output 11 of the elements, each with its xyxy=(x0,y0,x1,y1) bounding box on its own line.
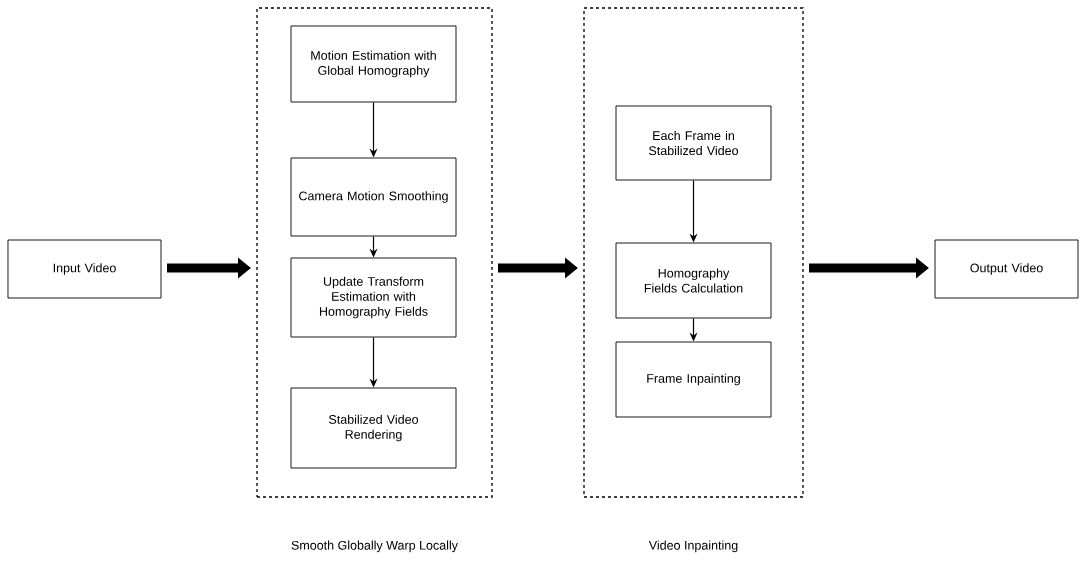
process-box: Output Video xyxy=(934,239,1079,299)
node-label: Smooth Globally Warp Locally xyxy=(291,540,458,553)
process-box: Stabilized Video Rendering xyxy=(290,387,457,469)
process-box: Motion Estimation with Global Homography xyxy=(290,25,457,103)
process-box: Homography Fields Calculation xyxy=(615,242,772,319)
process-box: Each Frame in Stabilized Video xyxy=(615,105,772,181)
process-box: Update Transform Estimation with Homography Fields xyxy=(290,257,457,338)
process-box: Input Video xyxy=(7,239,162,299)
process-box: Camera Motion Smoothing xyxy=(290,157,457,237)
node-label: Video Inpainting xyxy=(648,540,738,553)
process-box: Frame Inpainting xyxy=(615,341,772,418)
